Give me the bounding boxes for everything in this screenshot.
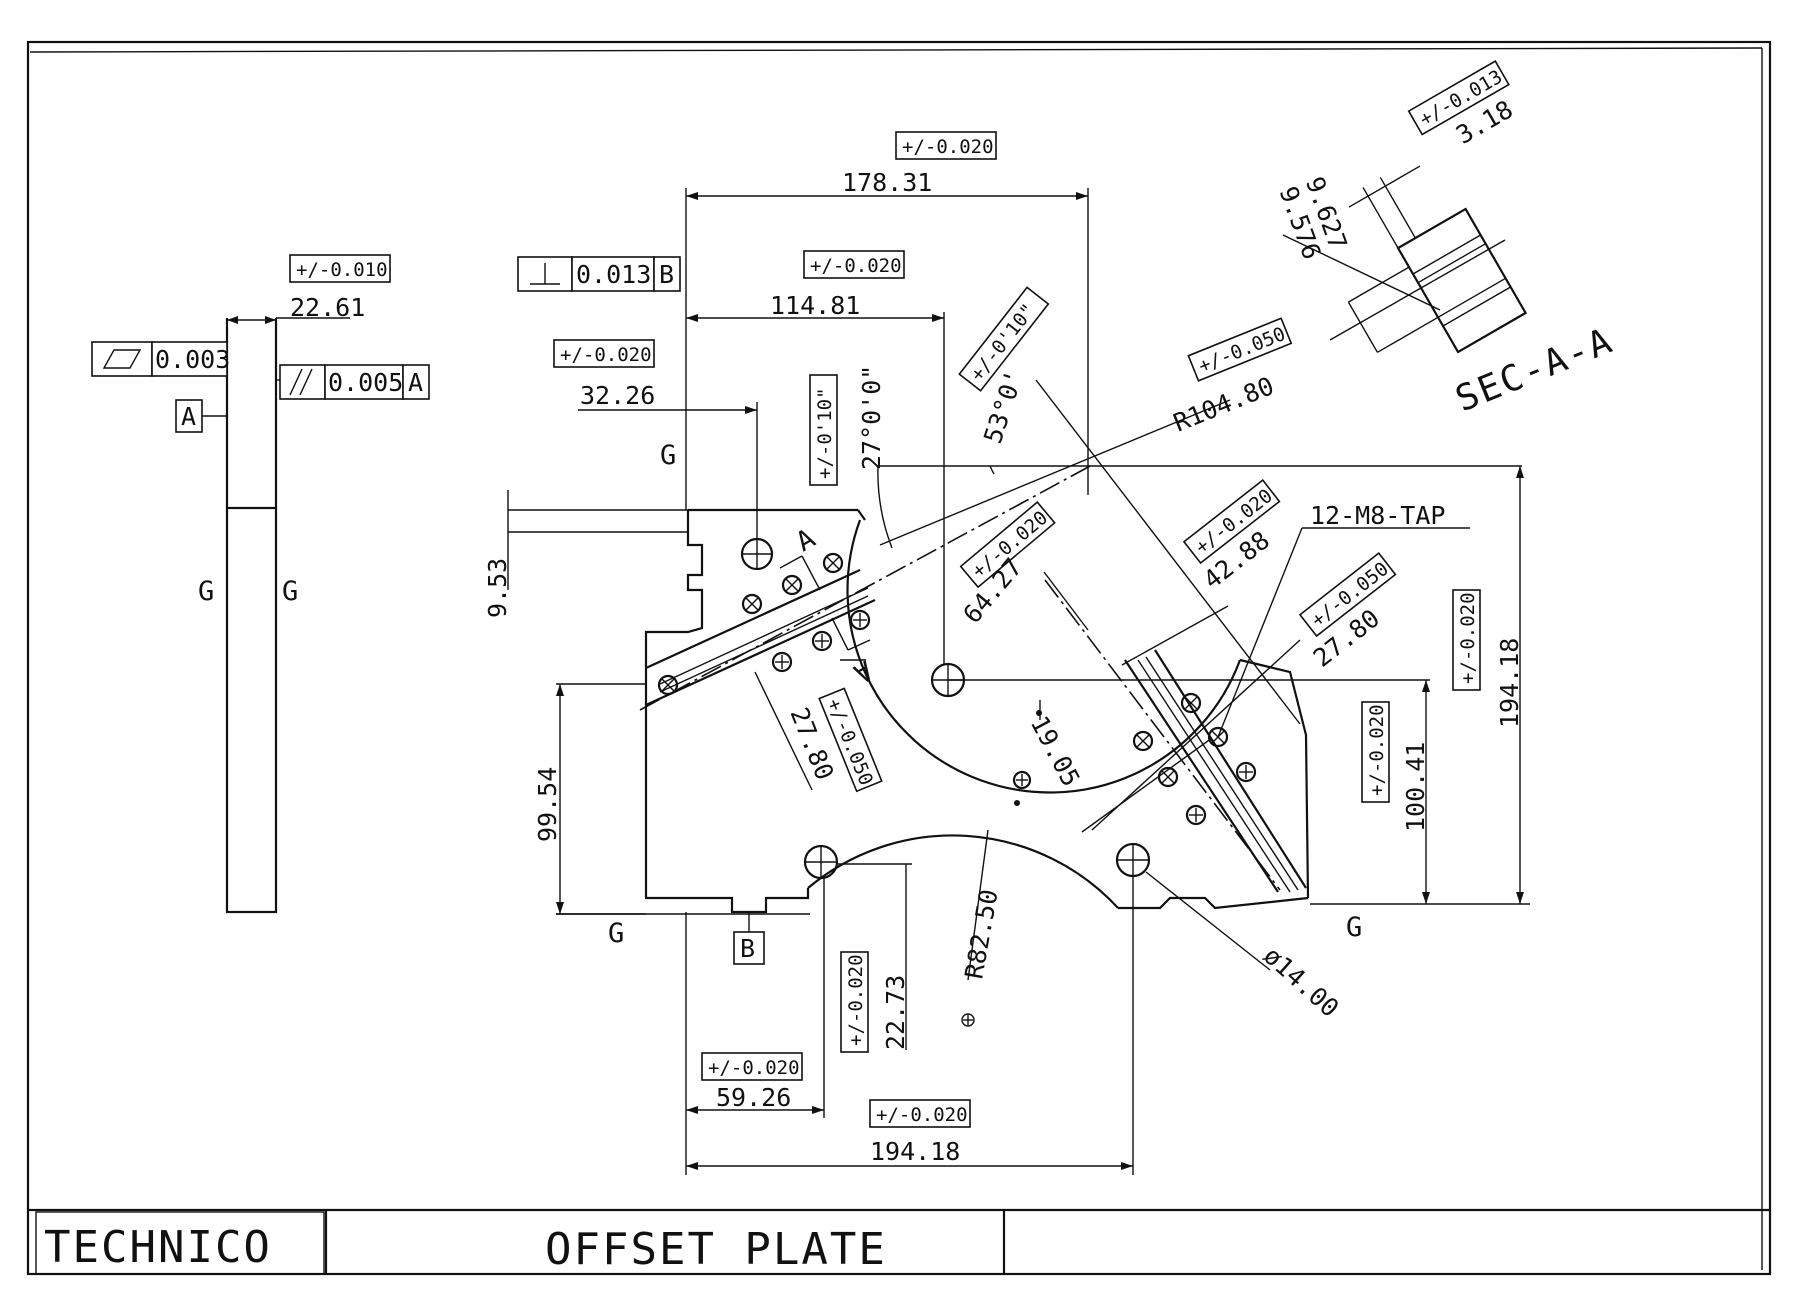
tap-hole	[1157, 766, 1179, 788]
dimension-lines	[507, 188, 1530, 1175]
dim-dia-14-00: ø14.00	[1258, 941, 1345, 1023]
svg-text:+/-0.020: +/-0.020	[902, 136, 994, 158]
perpendicular-frame	[571, 256, 655, 292]
company-name: TECHNICO	[44, 1222, 272, 1273]
tol-box-r104	[1187, 317, 1293, 382]
center-lines	[639, 464, 1281, 891]
tap-hole	[771, 651, 793, 673]
svg-text:+/-0.020: +/-0.020	[810, 255, 902, 277]
surface-g-top: G	[660, 440, 676, 471]
tol-box-178-31	[895, 131, 997, 160]
surface-g-bottom-left: G	[608, 918, 624, 949]
dim-32-26: 32.26	[580, 381, 655, 410]
tol-box-42-88	[1182, 479, 1281, 565]
parallel-datum: A	[408, 368, 423, 397]
surface-g-left: G	[198, 576, 214, 607]
side-view: +/-0.010 22.61 0.003 A 0.005 A G G	[91, 254, 430, 914]
section-label: SEC-A-A	[1450, 320, 1619, 420]
tap-hole	[657, 674, 679, 696]
tol-box-27deg	[809, 374, 838, 486]
flatness-symbol-icon	[91, 341, 153, 377]
dim-9-53: 9.53	[483, 558, 512, 618]
tol-box-64-27	[959, 501, 1056, 589]
dim-194-18-vertical: 194.18	[1495, 638, 1524, 728]
surface-g-bottom-right: G	[1346, 912, 1362, 943]
flatness-frame	[151, 341, 228, 377]
sheet-border	[26, 40, 1772, 1276]
tap-hole	[849, 609, 871, 631]
tap-hole	[1185, 804, 1207, 826]
dim-r104-80: R104.80	[1169, 371, 1278, 437]
dot-mark	[1014, 800, 1020, 806]
svg-text:+/-0.020: +/-0.020	[560, 344, 652, 366]
datum-b: B	[740, 934, 755, 963]
datum-b-box	[733, 931, 765, 965]
dimension-text: +/-0.020 178.31 0.013 B +/-0.020 114.81 …	[483, 131, 1524, 1166]
tol-box-53deg	[958, 286, 1050, 392]
parallel-value: 0.005	[328, 368, 403, 397]
dim-100-41: 100.41	[1401, 742, 1430, 832]
tap-hole	[822, 552, 844, 574]
dim-19-05: 19.05	[1025, 711, 1086, 791]
parallel-symbol-icon	[279, 364, 326, 400]
tol-box-194-18-v	[1452, 589, 1481, 691]
dim-194-18-horizontal: 194.18	[870, 1137, 960, 1166]
surface-marks: G G G B	[608, 440, 1362, 965]
perpendicular-value: 0.013	[576, 260, 651, 289]
dim-r82-50: R82.50	[959, 887, 1003, 981]
tap-hole	[811, 630, 833, 652]
section-arrow-a-upper: A	[791, 523, 821, 558]
small-hole	[961, 1013, 975, 1027]
dim-59-26: 59.26	[716, 1083, 791, 1112]
hole-large	[1115, 842, 1151, 878]
tol-box-3-18	[1407, 60, 1510, 136]
flatness-value: 0.003	[155, 345, 230, 374]
section-a-a	[1347, 165, 1528, 354]
tol-text: +/-0.010	[296, 259, 388, 281]
hole-large	[740, 537, 774, 571]
slot-left	[645, 568, 876, 706]
dim-99-54: 99.54	[533, 767, 562, 842]
svg-text:+/-0.020: +/-0.020	[1366, 704, 1388, 796]
datum-a: A	[181, 402, 196, 431]
section-a-a-labels: +/-0.013 3.18 9.627 9.576 SEC-A-A	[1274, 60, 1619, 420]
tol-box-27-80-right	[1298, 552, 1397, 638]
tol-box-32-26	[553, 339, 655, 368]
part-name: OFFSET PLATE	[545, 1224, 887, 1275]
svg-text:+/-0.020: +/-0.020	[1457, 592, 1479, 684]
tol-box-22-61	[289, 254, 391, 283]
section-arrow-a-lower: A	[848, 654, 878, 689]
svg-text:+/-0.020: +/-0.020	[876, 1104, 968, 1126]
tap-hole	[741, 593, 763, 615]
dim-178-31: 178.31	[842, 168, 932, 197]
dim-22-61: 22.61	[290, 293, 365, 322]
surface-g-right: G	[282, 576, 298, 607]
small-hole	[1012, 770, 1032, 790]
tap-hole	[781, 574, 803, 596]
plate-outline	[644, 508, 1310, 914]
parallel-frame	[324, 364, 404, 400]
tol-box-22-73	[840, 951, 869, 1053]
tol-box-27-80-left	[818, 687, 883, 793]
svg-text:+/-0.020: +/-0.020	[845, 954, 867, 1046]
title-block: TECHNICO OFFSET PLATE	[28, 1208, 1770, 1275]
tol-box-194-18-h	[869, 1099, 971, 1128]
tol-box-100-41	[1361, 701, 1390, 803]
perpendicular-datum: B	[659, 260, 674, 289]
hole-large	[803, 844, 839, 880]
tap-hole	[1235, 761, 1257, 783]
svg-text:+/-0'10": +/-0'10"	[814, 387, 836, 479]
tol-box-114-81	[803, 250, 905, 279]
svg-text:+/-0.020: +/-0.020	[708, 1057, 800, 1079]
dim-22-73: 22.73	[881, 975, 910, 1050]
tap-callout: 12-M8-TAP	[1310, 501, 1445, 530]
tol-box-59-26	[701, 1052, 803, 1081]
angle-27: 27°0'0"	[857, 365, 886, 470]
slot-right	[1124, 649, 1307, 893]
tap-hole	[1180, 692, 1202, 714]
tap-hole	[1132, 730, 1154, 752]
dim-114-81: 114.81	[770, 291, 860, 320]
